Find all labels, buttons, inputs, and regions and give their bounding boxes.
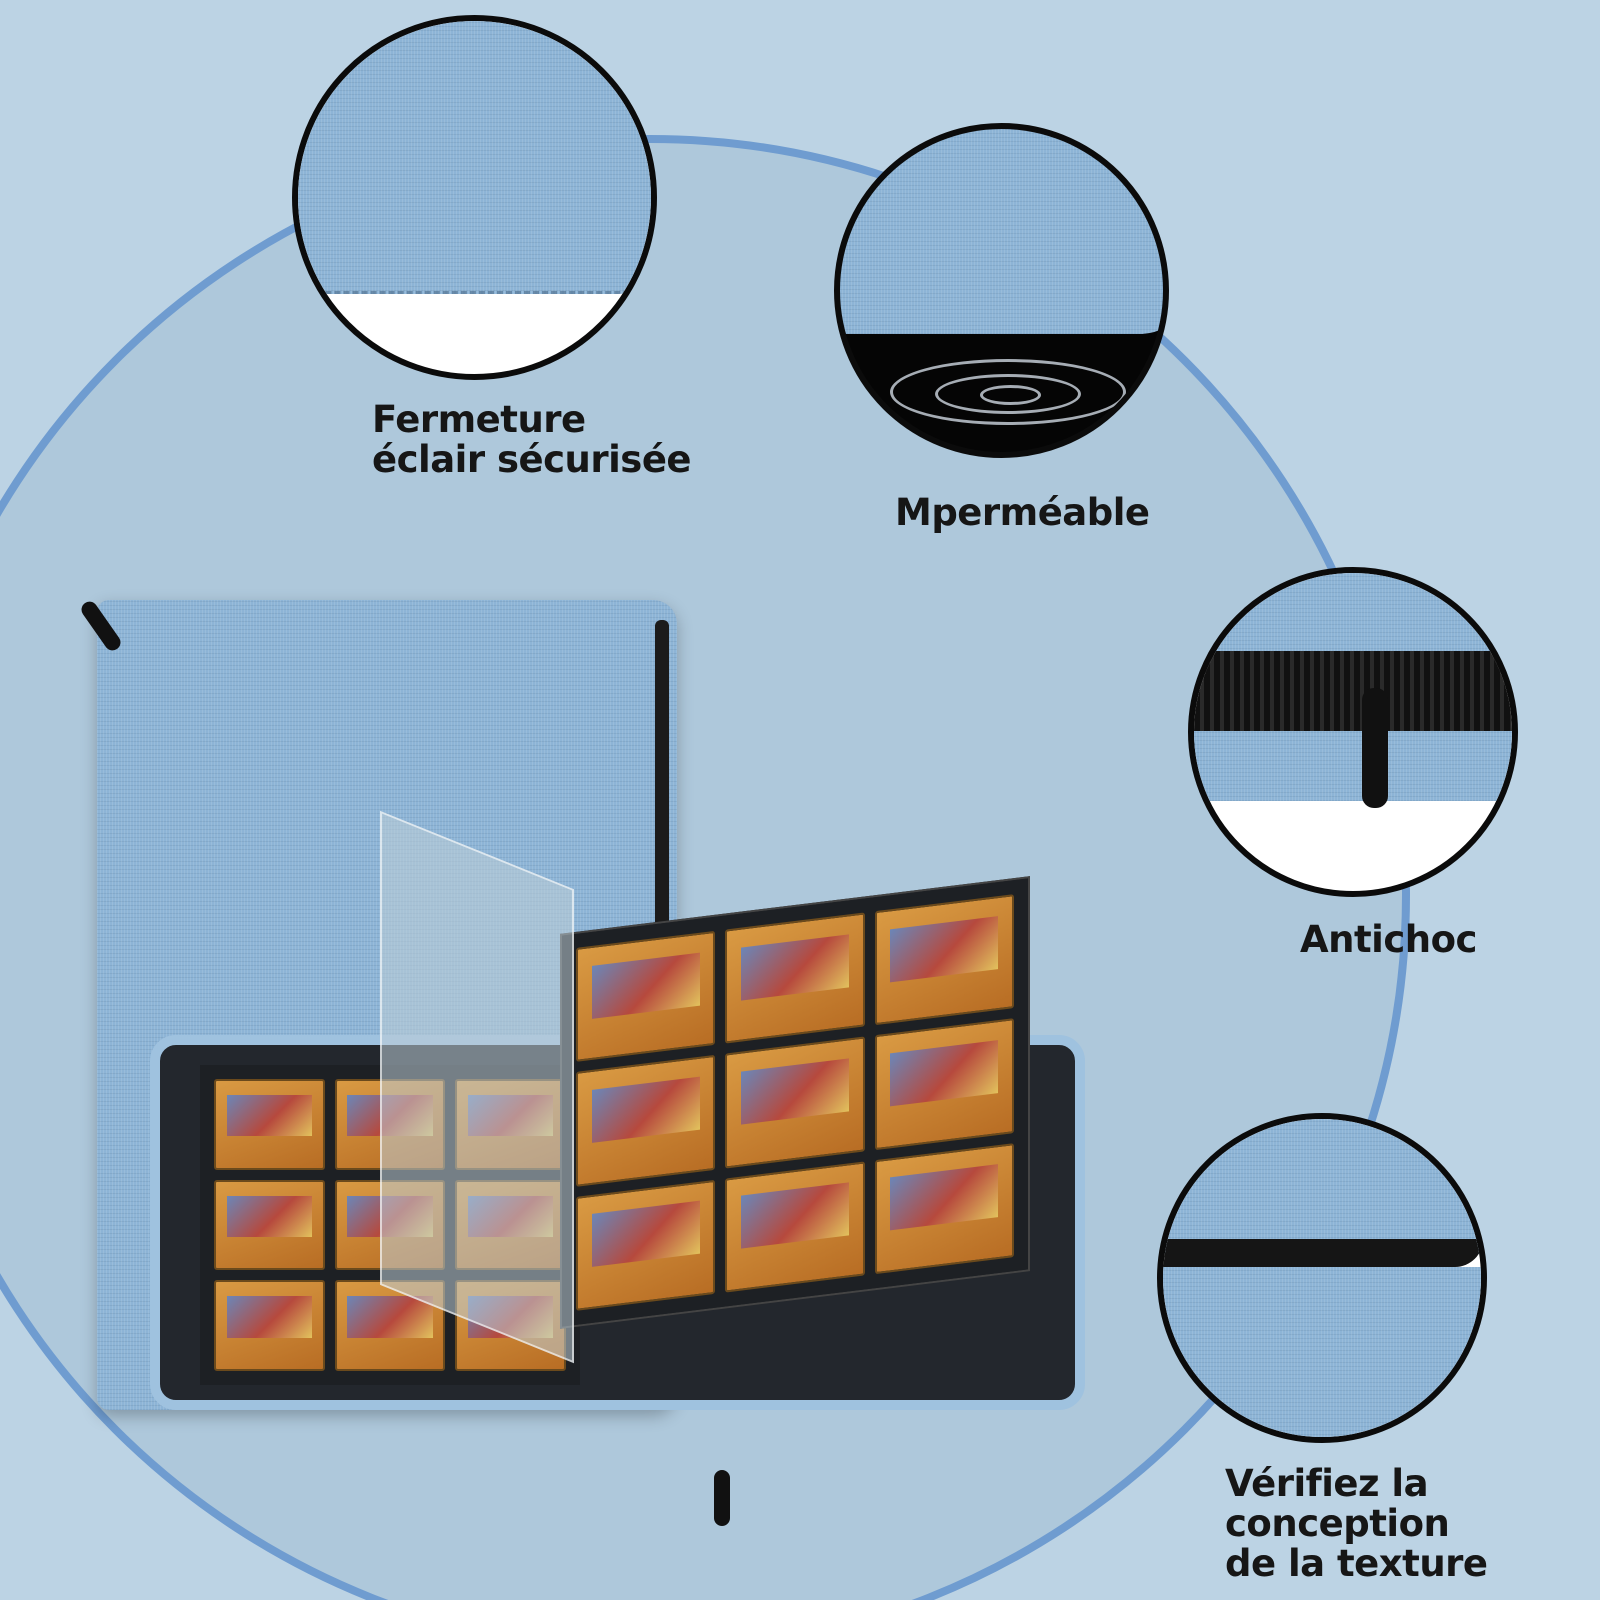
fabric-top bbox=[1194, 573, 1512, 653]
card bbox=[214, 1280, 325, 1371]
card bbox=[725, 912, 865, 1044]
card bbox=[874, 894, 1014, 1026]
card bbox=[725, 1036, 865, 1169]
card bbox=[214, 1179, 325, 1271]
water-ripple bbox=[890, 359, 1126, 425]
bottom-zipper-pull-icon bbox=[714, 1470, 730, 1526]
card-grid bbox=[562, 878, 1028, 1327]
fabric-side bbox=[1163, 1267, 1481, 1437]
feature-label-zipper: Fermeture éclair sécurisée bbox=[372, 398, 692, 481]
card bbox=[214, 1079, 325, 1170]
feature-circle-waterproof bbox=[834, 123, 1169, 458]
zipper-pull-icon bbox=[1362, 688, 1388, 808]
fabric-top bbox=[1163, 1119, 1481, 1254]
feature-circle-texture bbox=[1157, 1113, 1487, 1443]
feature-label-texture: Vérifiez la conception de la texture bbox=[1225, 1462, 1488, 1585]
water-ripple bbox=[935, 374, 1081, 414]
card bbox=[576, 930, 716, 1063]
fabric-corner bbox=[840, 129, 1163, 334]
fabric-bottom bbox=[1194, 731, 1512, 801]
feature-circle-zipper bbox=[292, 15, 657, 380]
feature-label-shockproof: Antichoc bbox=[1300, 918, 1477, 961]
card bbox=[576, 1179, 716, 1311]
zipper-teeth bbox=[1194, 651, 1512, 731]
card bbox=[576, 1055, 716, 1187]
transparent-sleeve bbox=[380, 810, 574, 1364]
feature-label-waterproof: Mperméable bbox=[895, 491, 1150, 534]
fabric-corner bbox=[298, 21, 651, 294]
right-card-page bbox=[560, 876, 1030, 1329]
water-ripple bbox=[980, 385, 1041, 405]
card bbox=[725, 1161, 865, 1293]
zipper-edge bbox=[1163, 1239, 1481, 1267]
card bbox=[874, 1142, 1014, 1275]
card bbox=[874, 1018, 1014, 1150]
feature-circle-shockproof bbox=[1188, 567, 1518, 897]
